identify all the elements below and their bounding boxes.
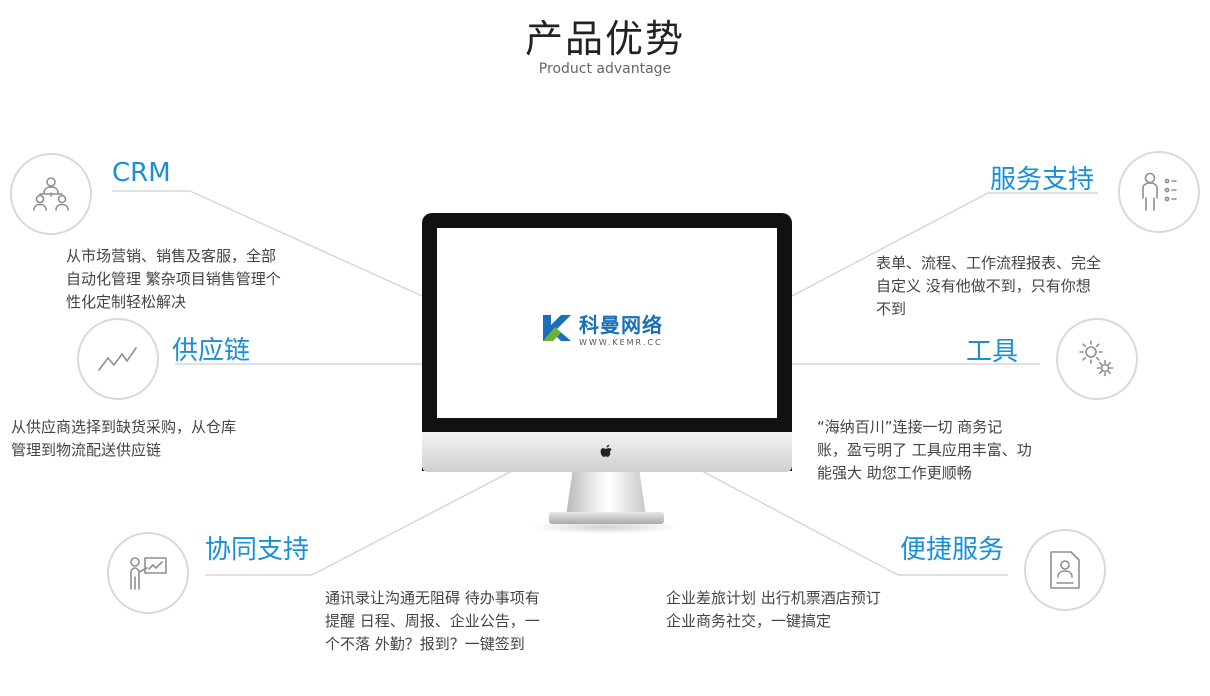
tools-description: “海纳百川”连接一切 商务记 账，盈亏明了 工具应用丰富、功 能强大 助您工作更… xyxy=(817,416,1057,485)
brand-logo: 科曼网络 WWW.KEMR.CC xyxy=(541,309,663,347)
org-chart-icon xyxy=(10,153,92,235)
collaboration-desc-line: 提醒 日程、周报、企业公告，一 xyxy=(325,612,540,630)
tools-desc-line: 账，盈亏明了 工具应用丰富、功 xyxy=(817,441,1032,459)
supply-chain-title: 供应链 xyxy=(172,336,251,366)
person-list-icon xyxy=(1118,151,1200,233)
service-support-description: 表单、流程、工作流程报表、完全 自定义 没有他做不到，只有你想 不到 xyxy=(876,252,1136,321)
crm-description: 从市场营销、销售及客服，全部 自动化管理 繁杂项目销售管理个 性化定制轻松解决 xyxy=(66,245,316,314)
collaboration-connector xyxy=(311,470,513,576)
collaboration-title: 协同支持 xyxy=(205,535,310,565)
monitor-chin xyxy=(422,432,792,472)
supply-chain-desc-line: 从供应商选择到缺货采购，从仓库 xyxy=(11,418,237,436)
tools-desc-line: 能强大 助您工作更顺畅 xyxy=(817,464,972,482)
gears-icon xyxy=(1056,318,1138,400)
convenient-service-description: 企业差旅计划 出行机票酒店预订 企业商务社交，一键搞定 xyxy=(666,587,916,633)
convenient-service-title: 便捷服务 xyxy=(900,535,1005,565)
crm-desc-line: 自动化管理 繁杂项目销售管理个 xyxy=(66,270,281,288)
page-title: 产品优势 xyxy=(524,17,685,61)
presentation-icon xyxy=(107,532,189,614)
monitor-base xyxy=(549,512,664,524)
apple-logo-icon xyxy=(600,444,612,457)
crm-connector xyxy=(189,190,423,297)
convenient-service-connector xyxy=(701,470,899,576)
tools-title: 工具 xyxy=(966,337,1019,367)
brand-url: WWW.KEMR.CC xyxy=(579,338,663,347)
brand-name: 科曼网络 xyxy=(579,313,663,337)
crm-desc-line: 性化定制轻松解决 xyxy=(66,293,187,311)
collaboration-description: 通讯录让沟通无阻碍 待办事项有 提醒 日程、周报、企业公告，一 个不落 外勤？报… xyxy=(325,587,585,656)
collaboration-desc-line: 通讯录让沟通无阻碍 待办事项有 xyxy=(325,589,540,607)
service-support-desc-line: 不到 xyxy=(876,300,907,318)
crm-desc-line: 从市场营销、销售及客服，全部 xyxy=(66,247,277,265)
trend-chart-icon xyxy=(77,318,159,400)
service-support-connector xyxy=(791,192,989,297)
profile-card-icon xyxy=(1024,529,1106,611)
convenient-service-desc-line: 企业商务社交，一键搞定 xyxy=(666,612,832,630)
supply-chain-desc-line: 管理到物流配送供应链 xyxy=(11,441,162,459)
monitor-stand xyxy=(566,472,646,516)
service-support-desc-line: 自定义 没有他做不到，只有你想 xyxy=(876,277,1091,295)
supply-chain-description: 从供应商选择到缺货采购，从仓库 管理到物流配送供应链 xyxy=(11,416,271,462)
collaboration-desc-line: 个不落 外勤？报到？一键签到 xyxy=(325,635,525,653)
monitor-screen: 科曼网络 WWW.KEMR.CC xyxy=(437,228,777,418)
crm-title: CRM xyxy=(112,158,171,188)
page-subtitle: Product advantage xyxy=(538,61,672,77)
service-support-title: 服务支持 xyxy=(990,165,1095,195)
service-support-desc-line: 表单、流程、工作流程报表、完全 xyxy=(876,254,1102,272)
convenient-service-desc-line: 企业差旅计划 出行机票酒店预订 xyxy=(666,589,881,607)
brand-logo-mark-icon xyxy=(543,315,571,341)
tools-desc-line: “海纳百川”连接一切 商务记 xyxy=(817,418,1003,436)
